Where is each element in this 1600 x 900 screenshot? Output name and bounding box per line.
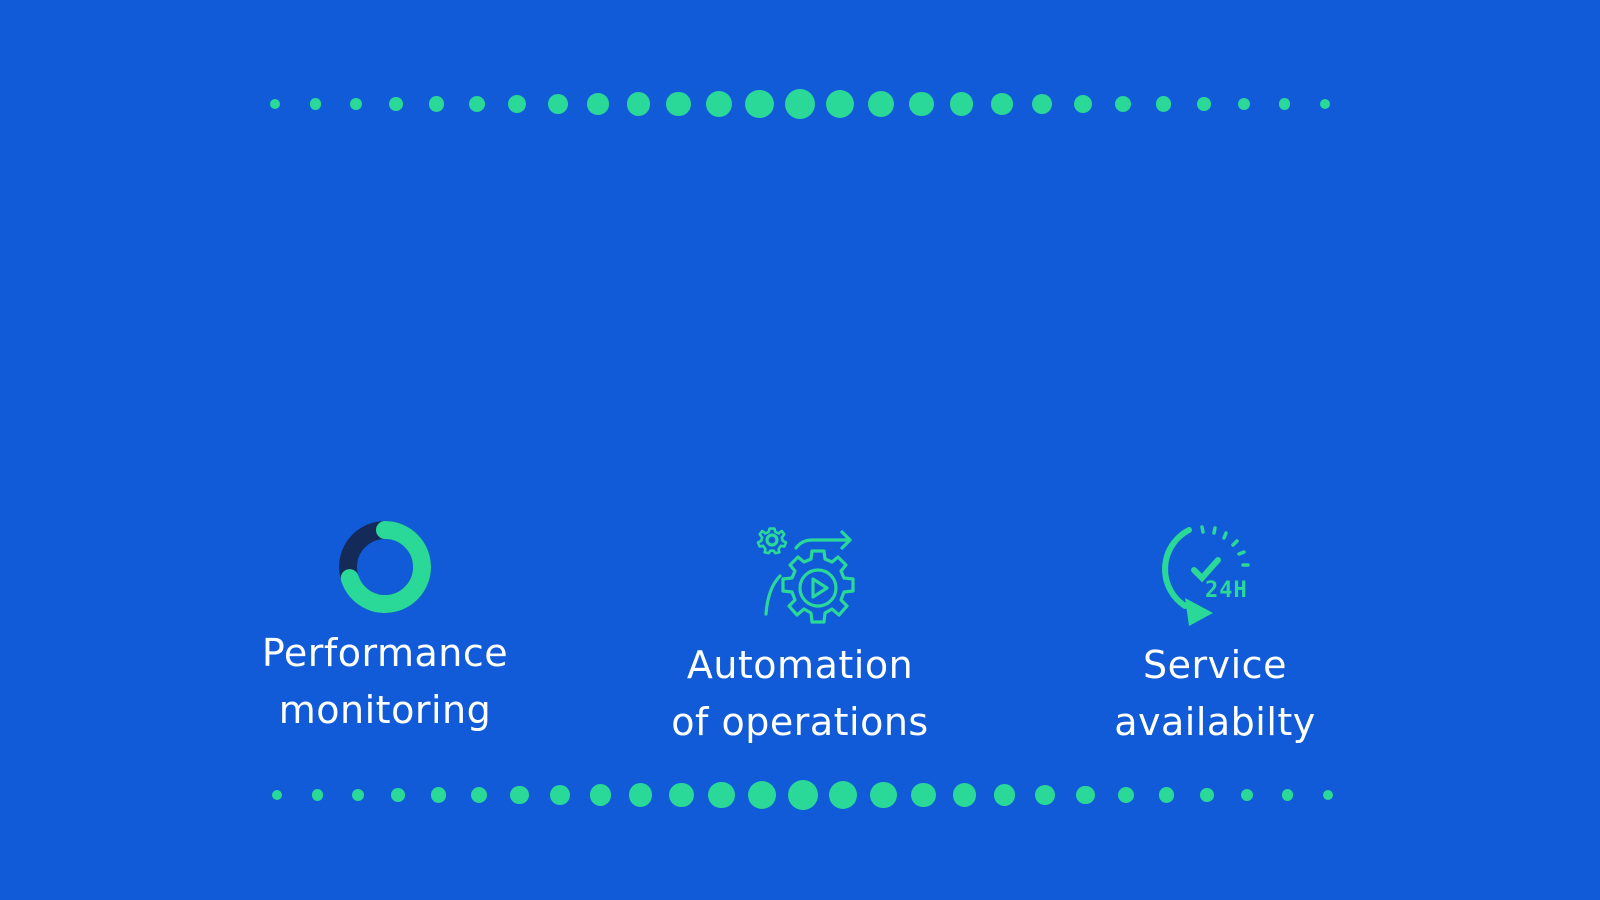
decorative-dot — [1117, 786, 1135, 804]
feature-label-line2: monitoring — [278, 688, 492, 732]
decorative-dot — [1199, 788, 1214, 802]
decorative-dot — [1196, 97, 1211, 111]
decorative-dot — [389, 97, 403, 111]
decorative-dot — [1035, 785, 1055, 805]
decorative-dot — [309, 98, 321, 110]
decorative-dot — [351, 788, 364, 802]
decorative-dot — [828, 780, 858, 810]
feature-automation-of-operations: Automation of operations — [645, 515, 955, 755]
decorative-dot — [1240, 788, 1254, 802]
decorative-dot — [705, 90, 733, 118]
decorative-dot — [1155, 96, 1172, 112]
decorative-dot — [1320, 99, 1330, 109]
decorative-dot — [311, 789, 323, 801]
decorative-dot — [708, 781, 735, 809]
decorative-dot — [629, 783, 653, 807]
decorative-dot — [785, 89, 815, 119]
feature-service-availability: 24H Service availabilty — [1060, 515, 1370, 755]
decorative-dot — [1323, 790, 1333, 800]
decorative-dot — [993, 784, 1016, 806]
decorative-dot — [747, 780, 777, 810]
decorative-dot — [908, 91, 934, 117]
24h-badge: 24H — [1205, 578, 1248, 603]
decorative-dot — [349, 97, 362, 111]
donut-chart-icon — [339, 521, 431, 613]
decorative-dot — [949, 92, 974, 116]
decorative-dot — [428, 96, 445, 112]
decorative-dot — [745, 89, 774, 119]
gear-automation-icon — [756, 527, 855, 624]
feature-label-line1: Automation — [686, 643, 914, 687]
decorative-dot — [952, 783, 976, 807]
decorative-dot — [1032, 94, 1053, 114]
decorative-dot — [626, 92, 650, 116]
decorative-dot — [870, 781, 897, 809]
decorative-dot — [1073, 94, 1092, 114]
decorative-dot — [431, 787, 447, 803]
decorative-dot — [1114, 95, 1132, 113]
decorative-dot — [510, 785, 529, 805]
decorative-dot — [991, 93, 1013, 115]
decorative-dot — [668, 782, 694, 808]
decorative-dot — [547, 94, 568, 114]
decorative-dot — [470, 786, 488, 804]
feature-label-line1: Performance — [261, 631, 509, 675]
feature-label-line2: availabilty — [1114, 700, 1316, 744]
feature-label-line1: Service — [1143, 643, 1287, 687]
decorative-dot — [1282, 789, 1294, 801]
clock-24h-icon: 24H — [1162, 525, 1250, 626]
feature-label-line2: of operations — [671, 700, 929, 744]
decorative-dot — [911, 782, 937, 808]
decorative-dot — [587, 93, 609, 115]
decorative-dot — [508, 94, 527, 114]
decorative-dot — [589, 784, 612, 806]
decorative-dot — [550, 785, 570, 805]
decorative-dot — [666, 91, 692, 117]
decorative-dot — [391, 788, 406, 802]
decorative-dot — [787, 780, 818, 810]
feature-performance-monitoring: Performance monitoring — [230, 515, 540, 745]
decorative-dot — [270, 99, 280, 109]
decorative-dot — [867, 90, 895, 118]
decorative-dot — [826, 89, 855, 119]
decorative-dot — [272, 790, 282, 800]
decorative-dot — [1076, 785, 1095, 805]
decorative-dot — [468, 95, 486, 113]
decorative-dot — [1158, 787, 1174, 803]
decorative-dot — [1238, 97, 1251, 111]
decorative-dot — [1279, 98, 1291, 110]
